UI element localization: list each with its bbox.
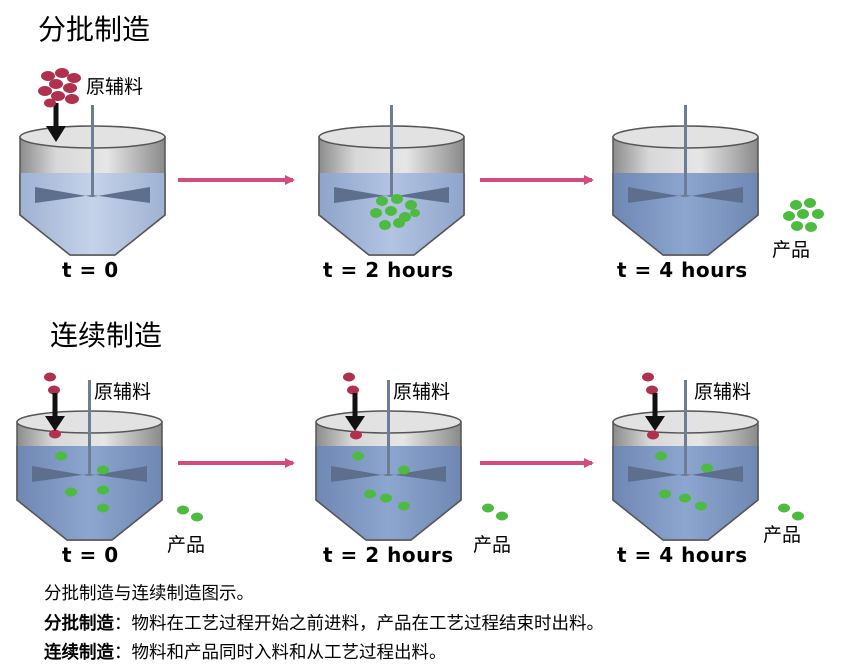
batch-time-2: t = 4 hours	[617, 258, 748, 282]
continuous-raw-material-label-2: 原辅料	[393, 381, 451, 403]
feed-arrow-icon	[642, 372, 665, 431]
product-out-icon	[778, 503, 804, 521]
caption-batch-desc: ：物料在工艺过程开始之前进料，产品在工艺过程结束时出料。	[114, 614, 604, 634]
batch-raw-material-label: 原辅料	[86, 76, 144, 98]
product-out-icon	[177, 505, 203, 522]
batch-tank-1	[19, 105, 166, 256]
continuous-time-0: t = 0	[62, 543, 119, 567]
continuous-section-title: 连续制造	[50, 319, 163, 352]
continuous-product-label-2: 产品	[473, 534, 512, 556]
batch-product-label: 产品	[772, 239, 811, 261]
continuous-tank-1	[16, 380, 163, 541]
continuous-tank-2	[315, 380, 462, 541]
continuous-raw-material-label-3: 原辅料	[694, 381, 752, 403]
continuous-tank-3	[612, 380, 759, 541]
product-cluster-icon	[783, 198, 824, 232]
batch-time-0: t = 0	[62, 258, 119, 282]
feed-arrow-icon	[343, 372, 365, 431]
continuous-time-1: t = 2 hours	[323, 543, 454, 567]
feed-arrow-icon	[46, 103, 66, 142]
batch-tank-2	[318, 105, 465, 256]
batch-tank-3	[612, 105, 759, 256]
batch-section-title: 分批制造	[38, 13, 151, 46]
continuous-raw-material-label-1: 原辅料	[94, 381, 152, 403]
continuous-product-label-1: 产品	[167, 534, 206, 556]
caption-batch-term: 分批制造	[44, 614, 114, 634]
caption-line-3: 连续制造：物料和产品同时入料和从工艺过程出料。	[44, 639, 447, 664]
caption-line-2: 分批制造：物料在工艺过程开始之前进料，产品在工艺过程结束时出料。	[44, 610, 604, 635]
caption-continuous-desc: ：物料和产品同时入料和从工艺过程出料。	[114, 643, 447, 663]
feed-arrow-icon	[44, 372, 65, 431]
batch-time-1: t = 2 hours	[323, 258, 454, 282]
raw-material-cluster-icon	[38, 68, 81, 108]
caption-line-1: 分批制造与连续制造图示。	[44, 584, 254, 604]
continuous-time-2: t = 4 hours	[617, 543, 748, 567]
product-out-icon	[482, 503, 508, 521]
continuous-product-label-3: 产品	[763, 524, 802, 546]
caption-continuous-term: 连续制造	[44, 643, 114, 663]
